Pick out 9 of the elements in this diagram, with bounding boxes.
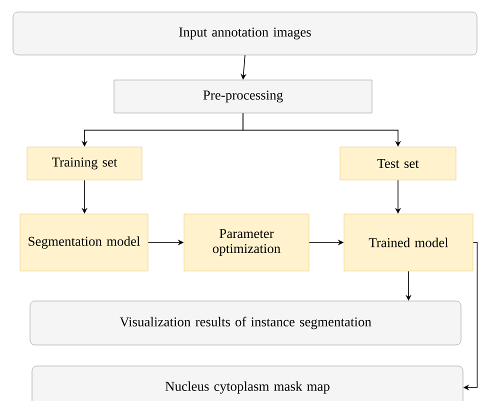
rounded-box: Nucleus cytoplasm mask map	[32, 366, 464, 401]
process-box: Parameter optimization	[184, 214, 310, 272]
rounded-box: Input annotation images	[12, 12, 478, 56]
process-box: Test set	[340, 146, 456, 180]
process-box: Training set	[26, 146, 142, 180]
process-box: Segmentation model	[20, 214, 148, 272]
rounded-box: Visualization results of instance segmentation	[30, 300, 462, 346]
process-box: Pre-processing	[114, 80, 372, 114]
process-box: Trained model	[344, 214, 474, 272]
